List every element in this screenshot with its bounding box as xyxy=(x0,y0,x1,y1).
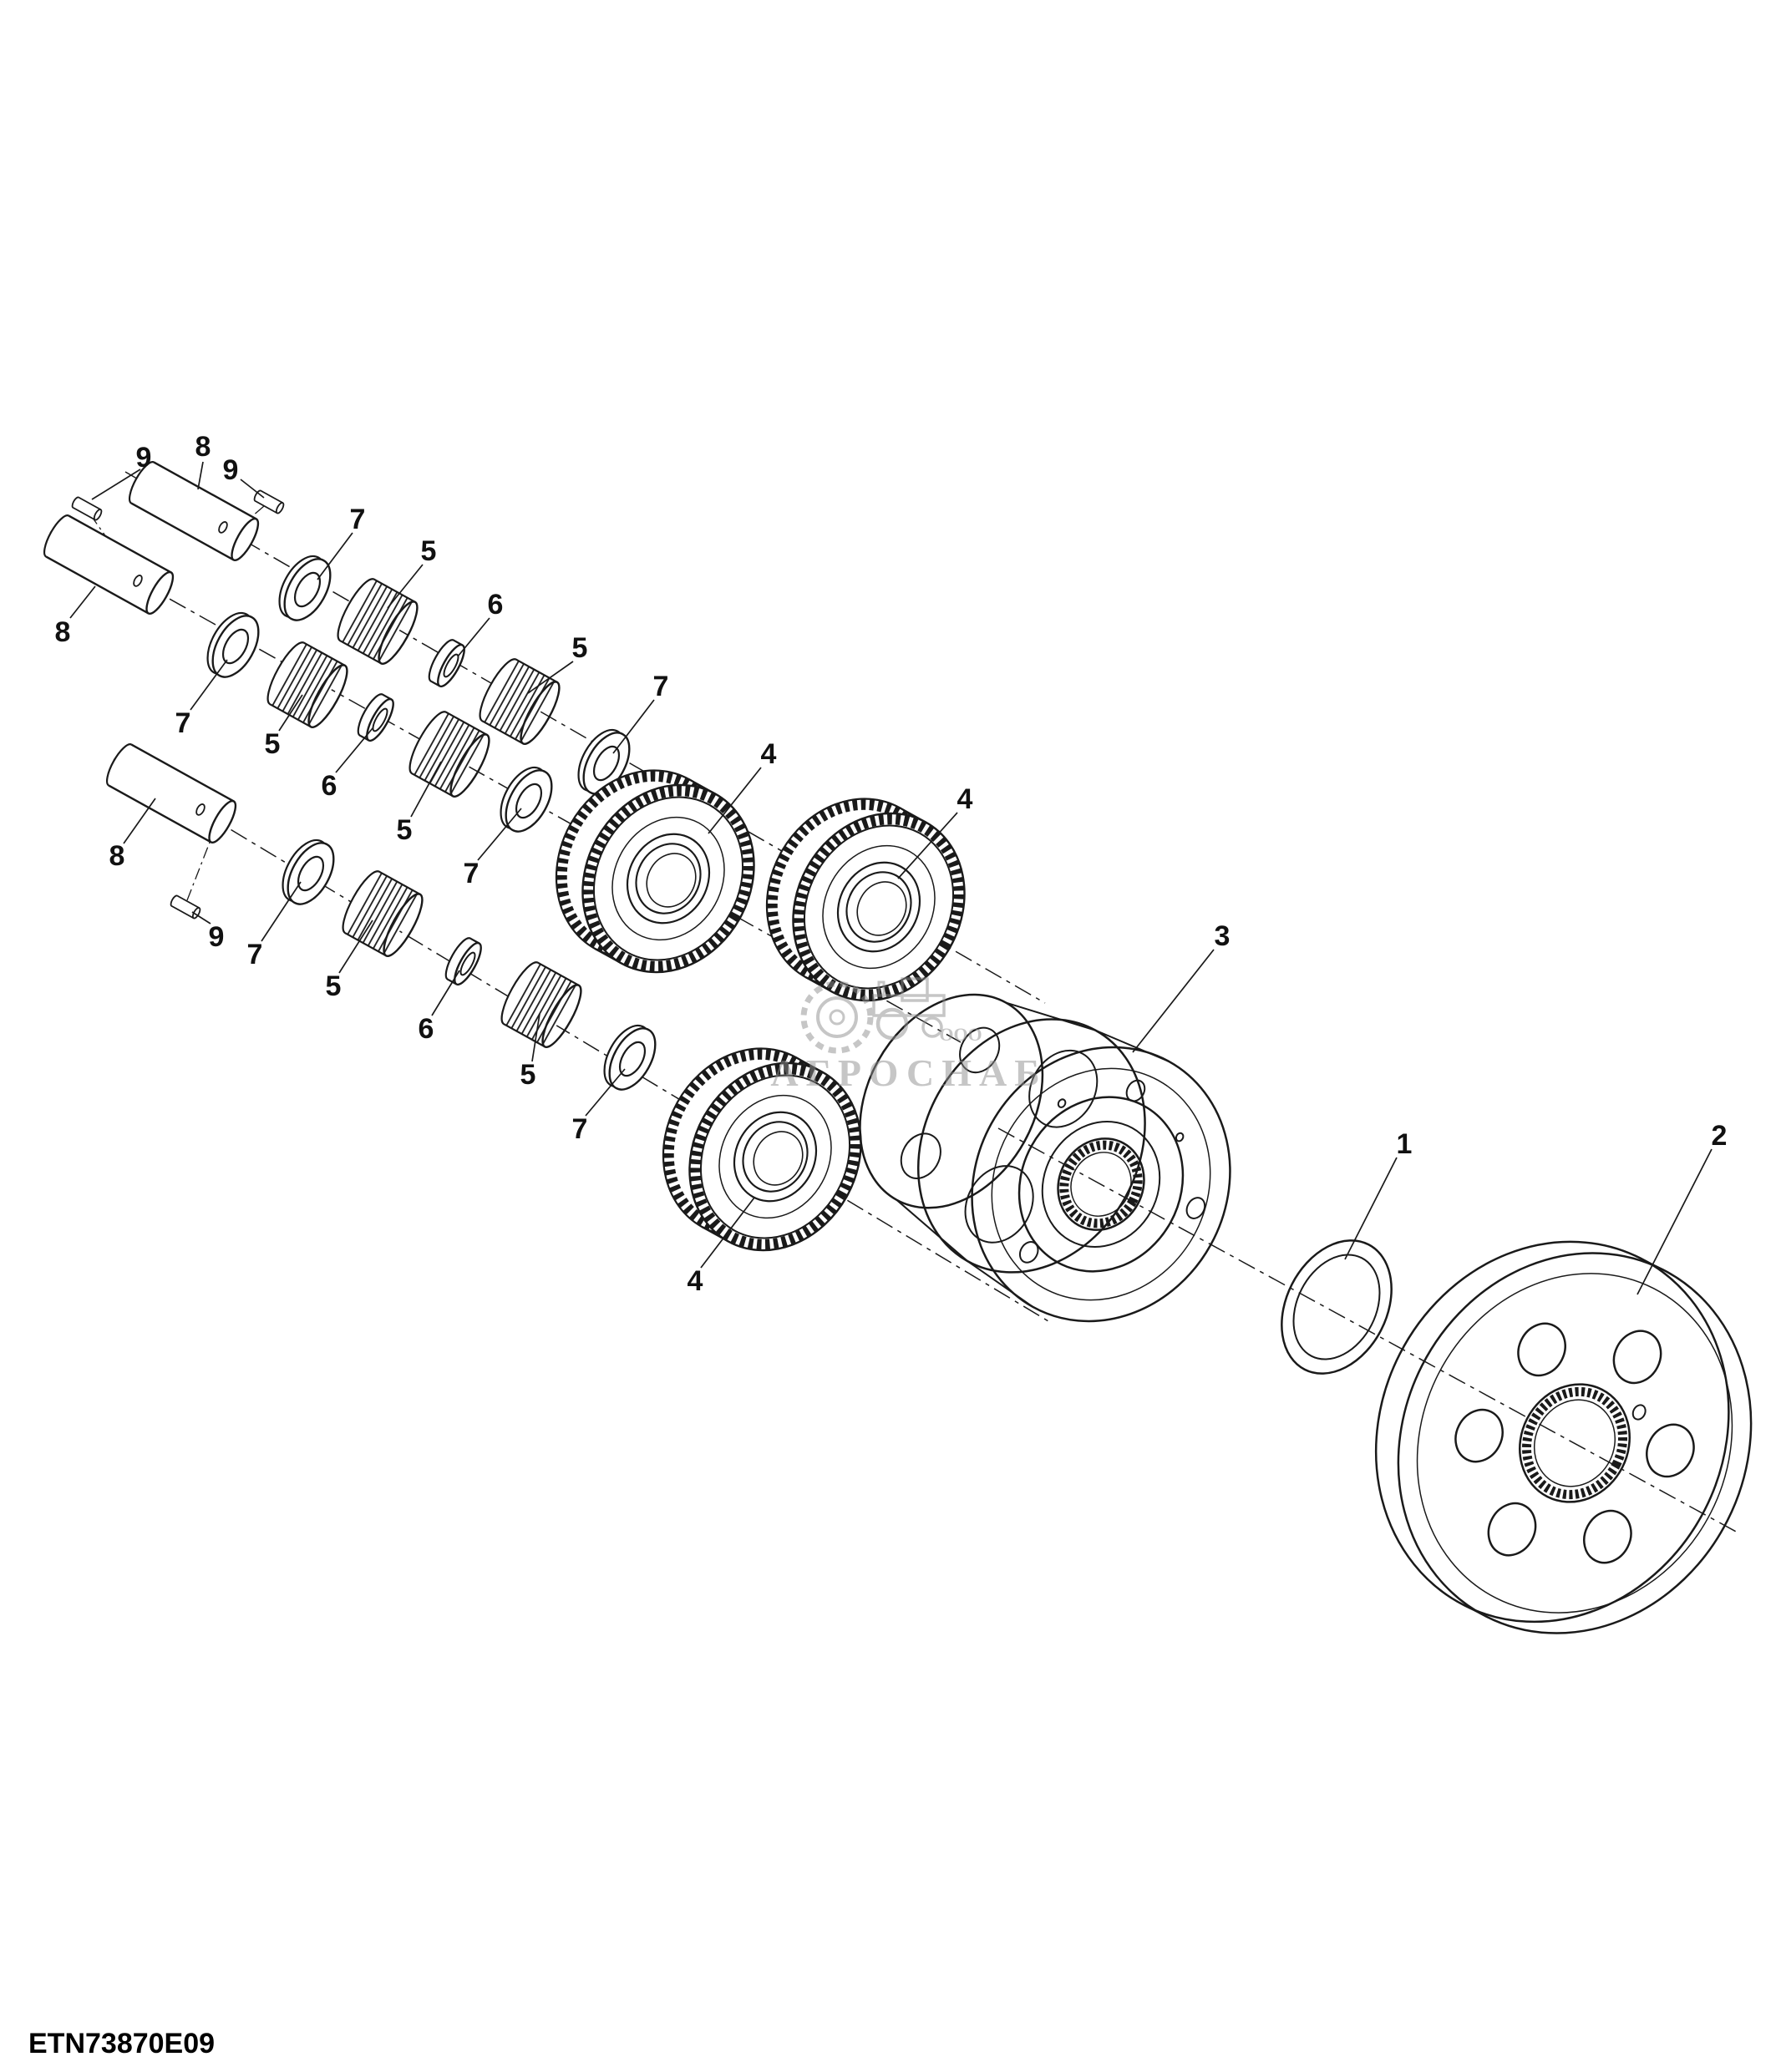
callout-label: 1 xyxy=(1397,1128,1413,1160)
drawing-number: ETN73870E09 xyxy=(28,2028,216,2059)
thrust-washer xyxy=(490,758,562,840)
assembly-row-3 xyxy=(101,740,894,1281)
needle-bearing xyxy=(330,573,425,670)
callout-label: 6 xyxy=(322,770,337,802)
centerlines xyxy=(49,471,1738,1533)
callout-label: 5 xyxy=(326,970,342,1002)
thrust-washer xyxy=(197,604,269,686)
spacer-ring xyxy=(439,934,487,990)
callout-label: 6 xyxy=(419,1013,434,1045)
callout-label: 8 xyxy=(109,840,125,872)
roll-pin xyxy=(69,495,104,522)
callout-label: 7 xyxy=(247,939,263,970)
callout-label: 7 xyxy=(464,858,480,889)
spacer-ring xyxy=(352,690,399,746)
tractor-icon xyxy=(872,977,946,1041)
watermark-company-type: ООО xyxy=(939,1024,982,1045)
callout-label: 3 xyxy=(1215,920,1231,952)
planet-pin xyxy=(101,740,241,847)
callout-label: 7 xyxy=(572,1113,588,1145)
callout-label: 7 xyxy=(175,707,191,739)
spacer-ring xyxy=(423,636,470,692)
thrust-washer xyxy=(269,547,341,629)
planet-gear xyxy=(524,740,787,1003)
callout-label: 9 xyxy=(136,442,152,474)
leader-lines xyxy=(69,461,1713,1295)
thrust-washer xyxy=(594,1016,666,1098)
callout-label: 9 xyxy=(223,454,239,486)
callout-label: 7 xyxy=(653,671,669,702)
planet-pin xyxy=(124,458,264,565)
callout-label: 7 xyxy=(350,504,366,535)
shim-ring xyxy=(1281,1239,1393,1375)
callout-label: 4 xyxy=(688,1265,703,1297)
gear-icon xyxy=(800,980,874,1054)
planet-carrier xyxy=(859,993,1231,1323)
callout-label: 5 xyxy=(265,728,281,760)
callout-label: 5 xyxy=(421,535,437,567)
callout-label: 9 xyxy=(209,921,225,953)
callout-label: 2 xyxy=(1712,1120,1728,1152)
callout-label: 4 xyxy=(761,738,777,770)
planet-pin xyxy=(38,511,179,618)
callout-label: 8 xyxy=(55,616,71,648)
watermark-brand: АГРОСНАБ xyxy=(770,1051,1047,1094)
needle-bearing xyxy=(335,865,430,962)
watermark: ООО АГРОСНАБ xyxy=(770,977,1047,1094)
callout-label: 4 xyxy=(957,783,973,815)
callout-label: 5 xyxy=(397,814,413,846)
callout-label: 6 xyxy=(488,589,504,621)
thrust-washer xyxy=(272,831,344,913)
callouts: 9 8 9 7 5 8 6 5 7 5 6 7 5 4 7 4 8 9 7 5 … xyxy=(55,431,1728,1297)
end-plate xyxy=(1374,1240,1753,1634)
callout-label: 5 xyxy=(572,632,588,664)
needle-bearing xyxy=(260,636,355,733)
needle-bearing xyxy=(494,956,589,1053)
callout-label: 8 xyxy=(195,431,211,463)
callout-label: 5 xyxy=(520,1059,536,1091)
